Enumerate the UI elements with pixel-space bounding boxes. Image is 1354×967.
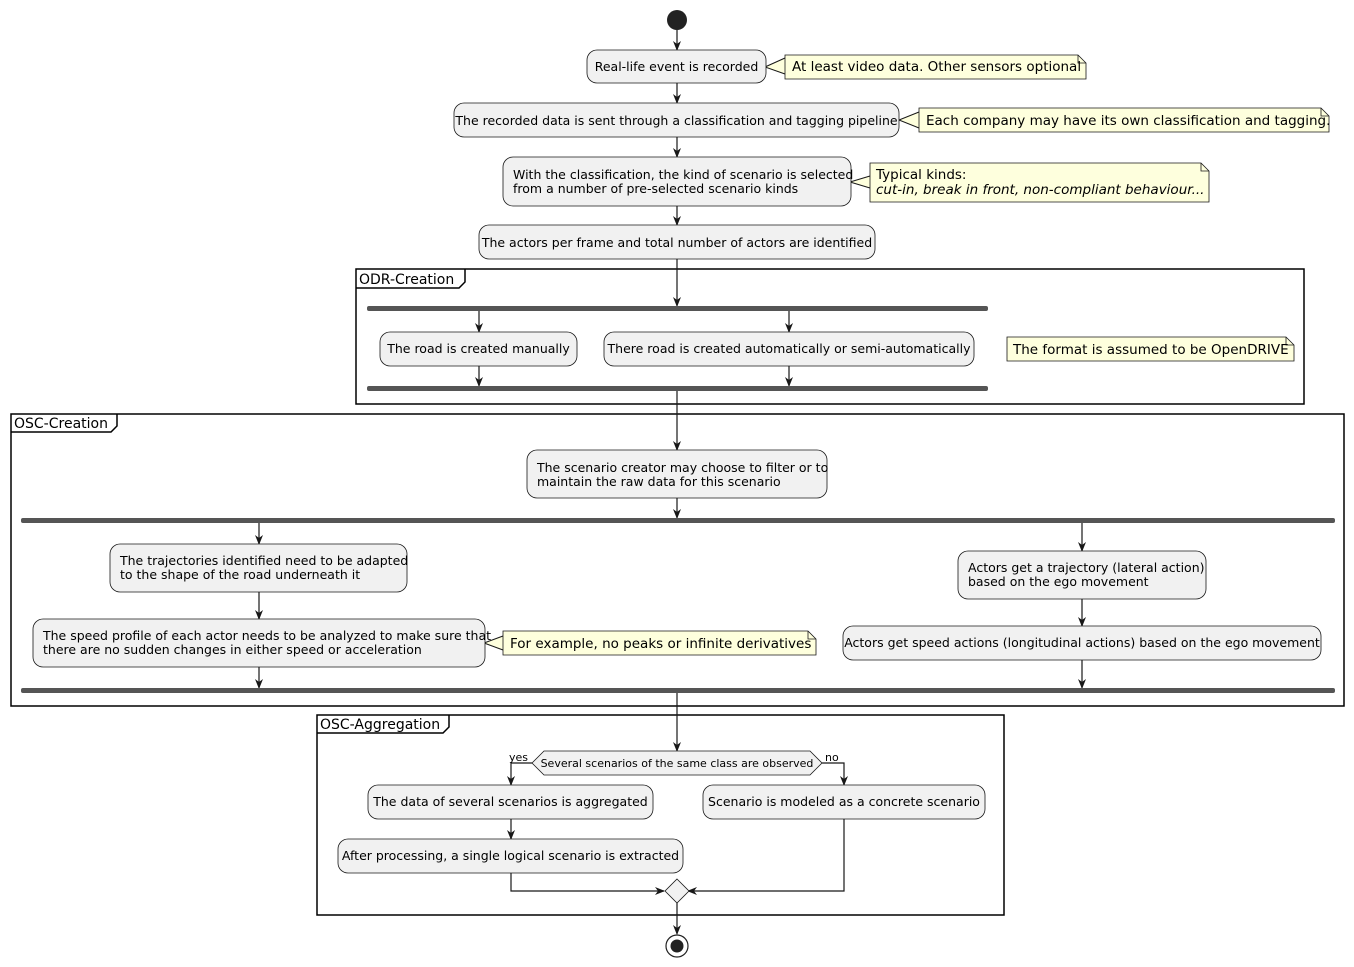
activity-speed-profile: The speed profile of each actor needs to… bbox=[32, 618, 491, 668]
osc-aggregation-title: OSC-Aggregation bbox=[320, 717, 440, 733]
note-peaks-text: For example, no peaks or infinite deriva… bbox=[510, 636, 811, 652]
activity-aggregated-label: The data of several scenarios is aggrega… bbox=[372, 794, 647, 809]
end-node bbox=[665, 934, 689, 958]
activity-road-manual-label: The road is created manually bbox=[386, 341, 570, 356]
odr-creation-title: ODR-Creation bbox=[359, 272, 454, 288]
decision-no-label: no bbox=[825, 751, 839, 764]
note-company-text: Each company may have its own classifica… bbox=[926, 113, 1330, 129]
activity-classification: With the classification, the kind of sce… bbox=[502, 156, 853, 207]
note-video-text: At least video data. Other sensors optio… bbox=[792, 59, 1081, 75]
connectors bbox=[255, 30, 1086, 935]
activity-road-auto: There road is created automatically or s… bbox=[603, 331, 975, 367]
osc-aggregation-frame: OSC-Aggregation bbox=[316, 714, 1005, 916]
note-peaks: For example, no peaks or infinite deriva… bbox=[502, 630, 817, 656]
activity-trajectories-line-1: The trajectories identified need to be a… bbox=[119, 553, 408, 568]
note-video: At least video data. Other sensors optio… bbox=[784, 54, 1087, 80]
activity-pipeline: The recorded data is sent through a clas… bbox=[453, 102, 900, 138]
merge-node bbox=[664, 878, 690, 904]
note-company: Each company may have its own classifica… bbox=[918, 107, 1330, 133]
osc-join-bar bbox=[21, 688, 1335, 693]
start-node bbox=[667, 10, 687, 30]
activity-classification-line-1: With the classification, the kind of sce… bbox=[513, 167, 853, 182]
activity-recorded-label: Real-life event is recorded bbox=[595, 59, 759, 74]
activity-actors: The actors per frame and total number of… bbox=[478, 224, 876, 260]
osc-fork-bar bbox=[21, 518, 1335, 523]
activity-longitudinal: Actors get speed actions (longitudinal a… bbox=[842, 625, 1322, 661]
note-format: The format is assumed to be OpenDRIVE bbox=[1006, 336, 1295, 362]
decision-yes-label: yes bbox=[509, 751, 528, 764]
activity-lateral-line-1: Actors get a trajectory (lateral action) bbox=[968, 560, 1205, 575]
odr-creation-frame: ODR-Creation bbox=[355, 268, 1305, 405]
activity-trajectories-line-2: to the shape of the road underneath it bbox=[120, 567, 360, 582]
activity-actors-label: The actors per frame and total number of… bbox=[481, 235, 872, 250]
note-format-text: The format is assumed to be OpenDRIVE bbox=[1012, 342, 1289, 358]
activity-classification-line-2: from a number of pre-selected scenario k… bbox=[513, 181, 798, 196]
activity-road-auto-label: There road is created automatically or s… bbox=[607, 341, 972, 356]
activity-speed-profile-line-1: The speed profile of each actor needs to… bbox=[42, 628, 491, 643]
odr-join-bar bbox=[367, 386, 988, 391]
activity-road-manual: The road is created manually bbox=[379, 331, 578, 367]
activity-aggregated: The data of several scenarios is aggrega… bbox=[367, 784, 654, 820]
decision-label: Several scenarios of the same class are … bbox=[541, 757, 814, 770]
activity-extracted-label: After processing, a single logical scena… bbox=[342, 848, 679, 863]
activity-speed-profile-line-2: there are no sudden changes in either sp… bbox=[43, 642, 422, 657]
activity-filter: The scenario creator may choose to filte… bbox=[526, 449, 828, 499]
note-kinds: Typical kinds: cut-in, break in front, n… bbox=[869, 162, 1210, 203]
activity-filter-line-1: The scenario creator may choose to filte… bbox=[536, 460, 828, 475]
note-kinds-title: Typical kinds: bbox=[875, 167, 966, 183]
activity-filter-line-2: maintain the raw data for this scenario bbox=[537, 474, 781, 489]
activity-lateral: Actors get a trajectory (lateral action)… bbox=[957, 550, 1207, 600]
activity-pipeline-label: The recorded data is sent through a clas… bbox=[454, 113, 898, 128]
activity-recorded: Real-life event is recorded bbox=[586, 49, 767, 84]
odr-fork-bar bbox=[367, 306, 988, 311]
activity-trajectories: The trajectories identified need to be a… bbox=[109, 543, 408, 593]
decision-several-scenarios: Several scenarios of the same class are … bbox=[509, 750, 839, 776]
activity-extracted: After processing, a single logical scena… bbox=[337, 838, 684, 874]
activity-concrete: Scenario is modeled as a concrete scenar… bbox=[702, 784, 986, 820]
osc-creation-title: OSC-Creation bbox=[14, 416, 108, 432]
activity-longitudinal-label: Actors get speed actions (longitudinal a… bbox=[844, 635, 1320, 650]
activity-concrete-label: Scenario is modeled as a concrete scenar… bbox=[708, 794, 980, 809]
note-connectors bbox=[482, 57, 920, 651]
activity-lateral-line-2: based on the ego movement bbox=[968, 574, 1149, 589]
note-kinds-list: cut-in, break in front, non-compliant be… bbox=[876, 182, 1204, 198]
